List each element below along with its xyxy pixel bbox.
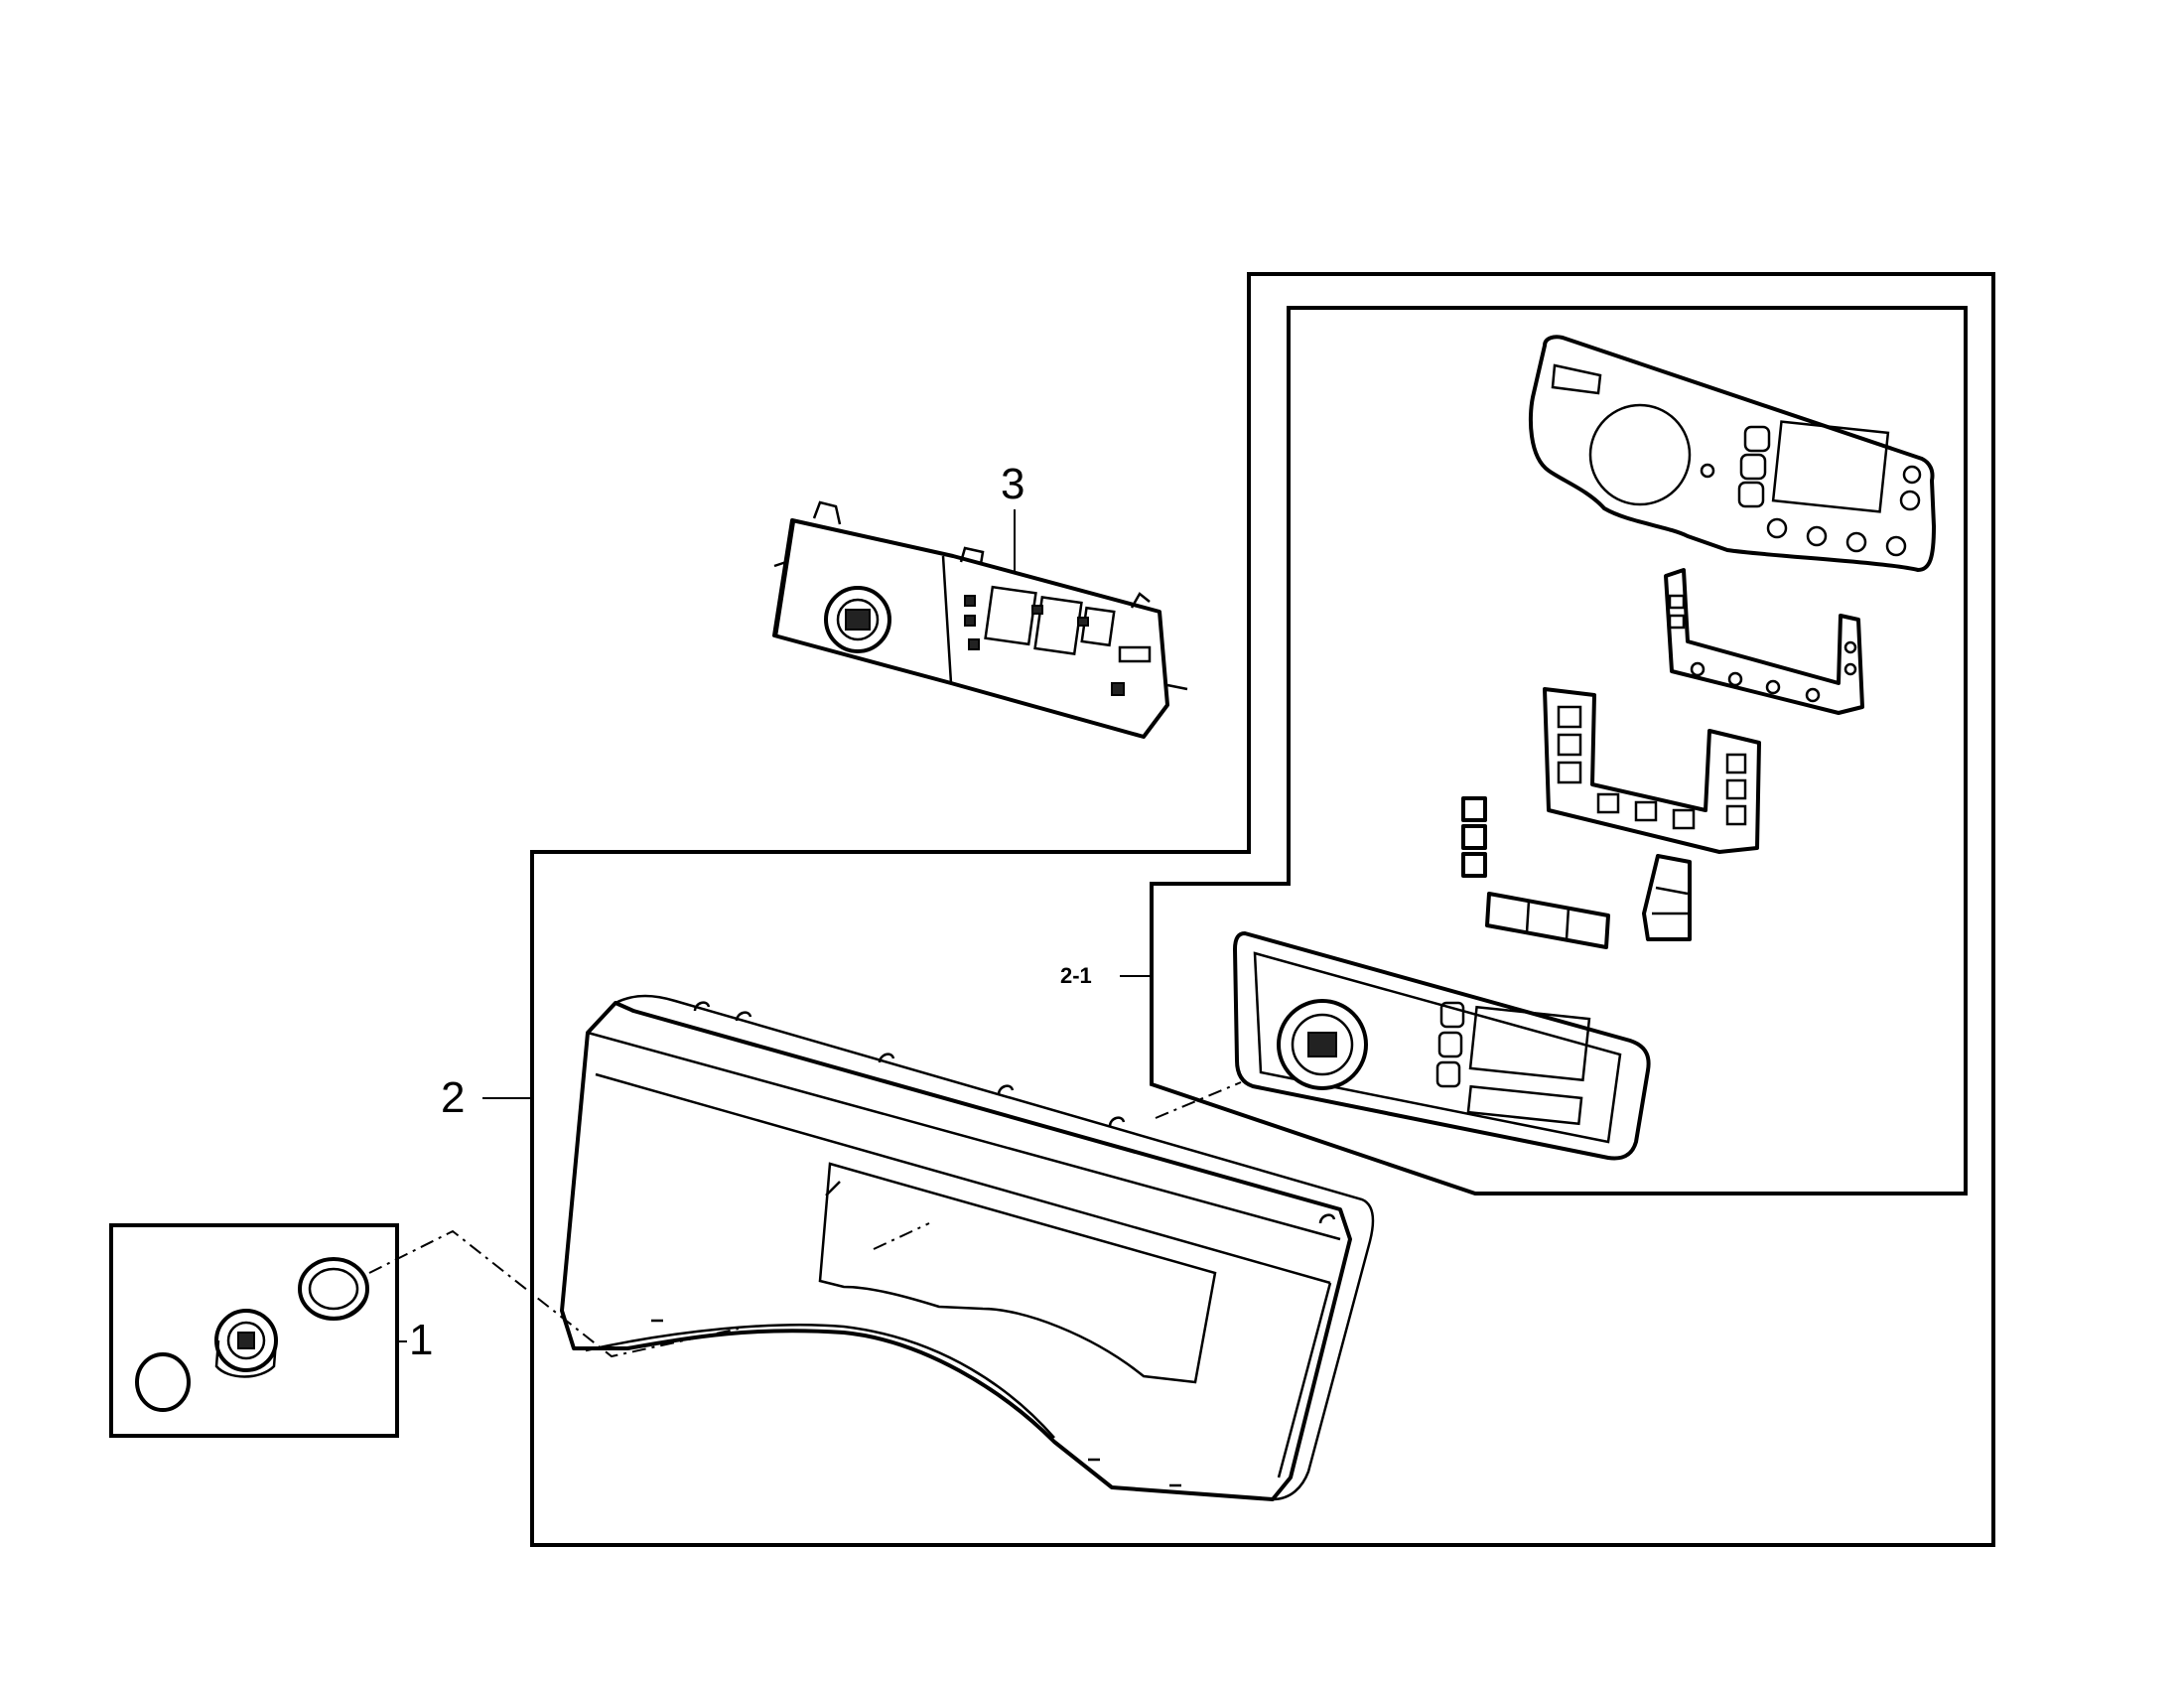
knob-cap	[135, 1352, 191, 1412]
button-holder	[1543, 687, 1761, 854]
group-2-1-frame	[1150, 306, 1968, 1196]
control-panel-part-2	[560, 994, 1375, 1501]
button-frame-top	[1528, 335, 1936, 572]
callout-2: 2	[441, 1073, 465, 1122]
button-keys-angled	[1642, 854, 1692, 941]
callout-3: 3	[1001, 460, 1024, 508]
callout-1: 1	[409, 1316, 433, 1364]
knob-body	[214, 1309, 278, 1378]
flex-strip	[1664, 568, 1864, 715]
assembly-line-panel-window	[873, 1222, 930, 1250]
knob-set-part-1	[135, 1257, 369, 1412]
callout-2-1: 2-1	[1060, 963, 1092, 988]
group-2-frame	[530, 272, 1995, 1547]
button-keys-vertical	[1461, 796, 1487, 878]
assembly-line-knob-to-panel	[368, 1229, 740, 1358]
button-keys-horizontal	[1485, 892, 1610, 949]
group-1-frame	[109, 1223, 399, 1438]
pcb-assembly-part-3	[772, 500, 1188, 739]
knob-ring	[298, 1257, 369, 1321]
decor-panel	[1233, 931, 1651, 1161]
